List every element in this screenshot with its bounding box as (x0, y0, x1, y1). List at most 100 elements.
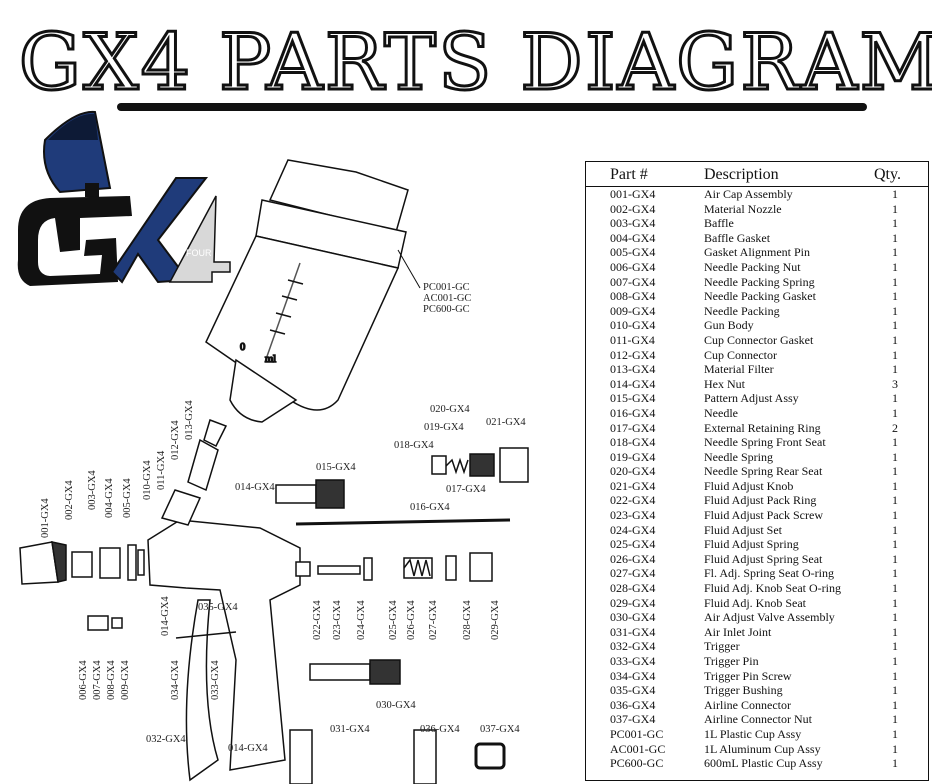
quantity-cell: 1 (892, 697, 898, 712)
callout-013: 013-GX4 (184, 400, 195, 440)
description-cell: Needle Spring Front Seat (704, 435, 826, 450)
callout-007: 007-GX4 (92, 660, 103, 700)
description-cell: External Retaining Ring (704, 420, 821, 435)
callout-014a: 014-GX4 (235, 482, 275, 493)
description-cell: 1L Aluminum Cup Assy (704, 741, 821, 756)
callout-015: 015-GX4 (316, 462, 356, 473)
quantity-cell: 1 (892, 668, 898, 683)
callout-003: 003-GX4 (87, 470, 98, 510)
callout-014c: 014-GX4 (228, 743, 268, 754)
quantity-cell: 1 (892, 654, 898, 668)
description-cell: Fluid Adjust Knob (704, 478, 794, 493)
callout-033: 033-GX4 (210, 660, 221, 700)
description-cell: Gasket Alignment Pin (704, 245, 810, 260)
description-cell: Trigger (704, 639, 740, 654)
description-cell: Needle Packing Spring (704, 274, 815, 289)
quantity-cell: 1 (892, 537, 898, 552)
description-cell: 1L Plastic Cup Assy (704, 726, 802, 741)
callout-028: 028-GX4 (462, 600, 473, 640)
quantity-cell: 1 (892, 347, 898, 362)
part-number-cell: 007-GX4 (610, 274, 656, 289)
part-number-cell: 011-GX4 (610, 332, 655, 347)
quantity-cell: 1 (892, 712, 898, 727)
part-number-cell: 014-GX4 (610, 376, 656, 391)
callout-031: 031-GX4 (330, 724, 370, 735)
part-number-cell: 013-GX4 (610, 362, 656, 377)
quantity-cell: 1 (892, 435, 898, 450)
callout-014b: 014-GX4 (160, 596, 171, 636)
part-number-cell: 028-GX4 (610, 581, 656, 596)
part-number-cell: 008-GX4 (610, 289, 656, 304)
part-number-cell: 033-GX4 (610, 654, 656, 668)
description-cell: Air Inlet Joint (704, 624, 772, 639)
part-number-cell: 035-GX4 (610, 683, 656, 698)
description-cell: Material Nozzle (704, 201, 782, 216)
part-number-cell: 010-GX4 (610, 318, 656, 333)
callout-037: 037-GX4 (480, 724, 520, 735)
callout-025: 025-GX4 (388, 600, 399, 640)
diagram-title: GX4 PARTS DIAGRAM (17, 17, 932, 110)
callout-023: 023-GX4 (332, 600, 343, 640)
description-cell: Fluid Adjust Pack Ring (704, 493, 817, 508)
quantity-cell: 1 (892, 362, 898, 377)
callout-027: 027-GX4 (428, 600, 439, 640)
description-cell: Needle Packing Nut (704, 259, 801, 274)
callout-008: 008-GX4 (106, 660, 117, 700)
header-description: Description (704, 162, 874, 187)
quantity-cell: 1 (892, 216, 898, 231)
description-cell: Fluid Adj. Knob Seat (704, 595, 807, 610)
part-number-cell: 022-GX4 (610, 493, 656, 508)
quantity-cell: 1 (892, 683, 898, 698)
callout-035: 035-GX4 (198, 602, 238, 613)
callout-002: 002-GX4 (64, 480, 75, 520)
part-number-cell: 018-GX4 (610, 435, 656, 450)
description-cell: Fluid Adjust Spring Seat (704, 551, 823, 566)
part-number-cell: 026-GX4 (610, 551, 656, 566)
part-number-cell: AC001-GC (610, 741, 666, 756)
part-number-cell: 027-GX4 (610, 566, 656, 581)
table-row: 005-GX4 Gasket Alignment Pin 1 (586, 245, 928, 260)
cup-label-pc600: PC600-GC (423, 304, 470, 315)
description-cell: Fluid Adjust Spring (704, 537, 799, 552)
quantity-cell: 1 (892, 303, 898, 318)
part-number-cell: 012-GX4 (610, 347, 656, 362)
part-number-cell: 004-GX4 (610, 230, 656, 245)
quantity-cell: 1 (892, 405, 898, 420)
description-cell: Baffle (704, 216, 734, 231)
quantity-cell: 1 (892, 610, 898, 625)
quantity-cell: 3 (892, 376, 898, 391)
callout-034: 034-GX4 (170, 660, 181, 700)
quantity-cell: 1 (892, 595, 898, 610)
callout-017: 017-GX4 (446, 484, 486, 495)
quantity-cell: 1 (892, 624, 898, 639)
callout-010: 010-GX4 (142, 460, 153, 500)
callout-016: 016-GX4 (410, 502, 450, 513)
description-cell: Airline Connector (704, 697, 791, 712)
part-number-cell: PC600-GC (610, 756, 664, 771)
callout-032: 032-GX4 (146, 734, 186, 745)
description-cell: Needle Spring Rear Seat (704, 464, 823, 479)
quantity-cell: 1 (892, 245, 898, 260)
part-number-cell: 005-GX4 (610, 245, 656, 260)
part-number-cell: 034-GX4 (610, 668, 656, 683)
